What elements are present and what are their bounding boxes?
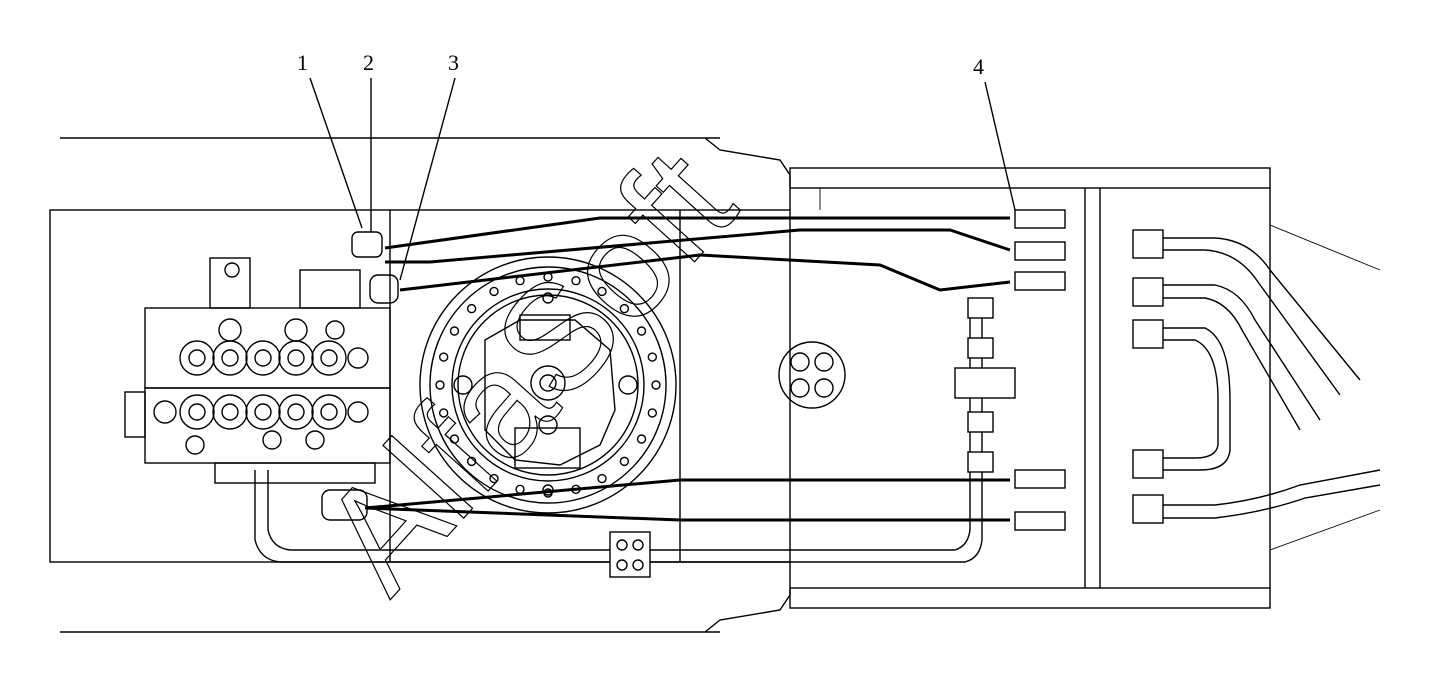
bearing-bolt <box>489 286 499 297</box>
bearing-bolt <box>636 434 647 444</box>
bearing-bolt <box>489 473 499 484</box>
watermark: AlfaSoft <box>288 118 766 622</box>
bearing-bolt <box>597 286 607 297</box>
callout-label-4: 4 <box>973 54 984 79</box>
lower-block <box>609 531 651 578</box>
hose-lines <box>254 216 1011 563</box>
bearing-bolt <box>651 380 661 390</box>
bearing-bolt <box>438 408 449 418</box>
callout-label-2: 2 <box>363 50 374 75</box>
hose-fittings <box>954 209 1066 531</box>
bearing-bolt <box>647 352 658 362</box>
callout-label-3: 3 <box>448 50 459 75</box>
bearing-bolt <box>619 456 630 467</box>
bearing-bolt <box>466 303 477 314</box>
bearing-bolt <box>571 275 581 286</box>
callout-label-1: 1 <box>297 50 308 75</box>
bearing-bolt <box>466 456 477 467</box>
bearing-bolt <box>597 473 607 484</box>
center-joint <box>778 341 846 409</box>
callout-leaders <box>309 77 1016 281</box>
watermark-text: AlfaSoft <box>289 119 765 622</box>
bearing-bolt <box>435 380 445 390</box>
bearing-bolt <box>647 408 658 418</box>
control-valve <box>124 231 399 521</box>
bearing-bolt <box>449 434 460 444</box>
bearing-bolts <box>435 272 661 498</box>
frame-outline <box>49 137 1381 633</box>
bearing-bolt <box>438 352 449 362</box>
bearing-bolt <box>636 326 647 336</box>
bearing-bolt <box>619 303 630 314</box>
bearing-bolt <box>449 326 460 336</box>
boom-pipes <box>1132 229 1381 524</box>
swing-bearing <box>419 256 677 514</box>
